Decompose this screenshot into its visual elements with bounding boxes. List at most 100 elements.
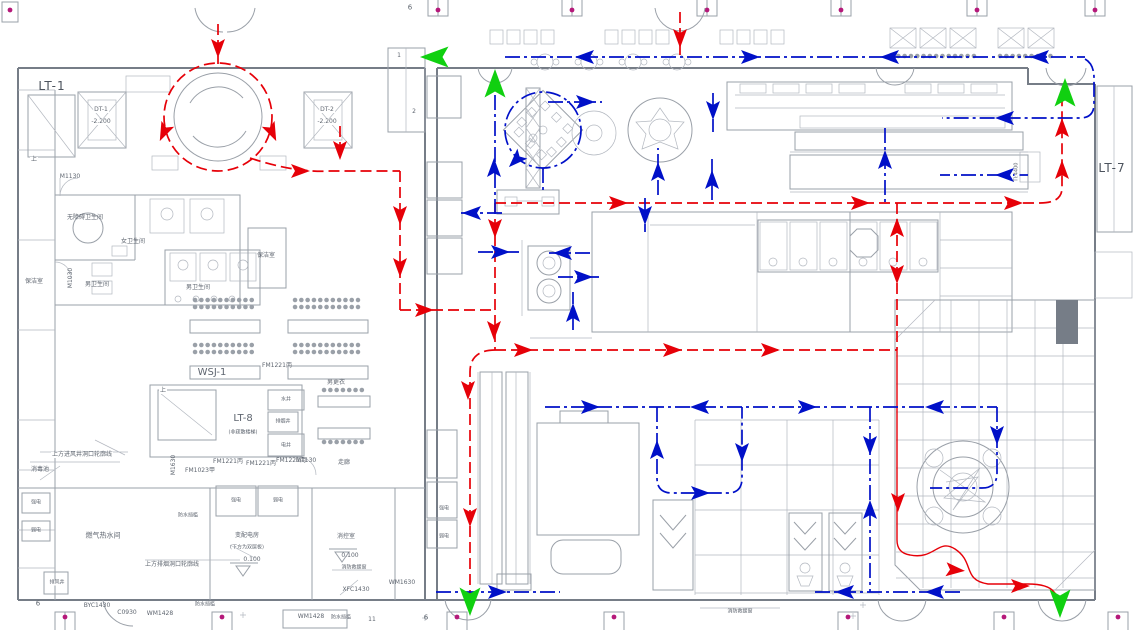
- label-grid-6-bottom-left: 6: [35, 599, 41, 608]
- label-weak-elec-3: 弱电: [438, 533, 450, 540]
- planter-circle: [627, 97, 693, 163]
- label-transformer-room: 变配电房: [234, 532, 260, 539]
- label-grid-6-bottom-center: 6: [423, 613, 429, 622]
- label-waterproof-sill-1: 防水挡槛: [177, 512, 199, 519]
- label-stair-lt8: LT-8: [232, 413, 254, 424]
- label-door-m1130-a: M1130: [59, 173, 81, 180]
- level-mark-fire-control: [329, 548, 357, 563]
- label-escalator-ti4400: TI:4400: [1013, 161, 1020, 183]
- label-stair-flight-2: 2: [411, 108, 417, 115]
- route-red-layer: [163, 12, 1063, 599]
- label-corridor: 走廊: [337, 459, 351, 466]
- label-c0930: C0930: [117, 609, 137, 616]
- label-toilet-accessible: 无障碍卫生间: [66, 214, 104, 221]
- label-strong-elec-1: 强电: [30, 499, 42, 506]
- chevron-displays: [652, 499, 863, 592]
- cook-station: [521, 240, 571, 316]
- top-strip: [1, 0, 1106, 87]
- label-xfc1430: XFC1430: [342, 586, 370, 593]
- accessible-toilet-fixture: [72, 212, 104, 244]
- label-waterproof-sill-3: 防水挡槛: [330, 614, 352, 621]
- label-changing-men: 男更衣: [326, 379, 346, 386]
- label-stair-lt1: LT-1: [38, 79, 66, 93]
- stair-lt1: [27, 94, 76, 158]
- trellis-column: [525, 87, 541, 189]
- escalator-upper: [789, 131, 1029, 193]
- label-intake-outline: 上方进风井洞口轮廓线: [50, 451, 114, 458]
- label-water-shaft: 水井: [279, 396, 293, 403]
- route-arrows: [153, 29, 1076, 618]
- label-toilet-men-1: 男卫生间: [84, 281, 110, 288]
- label-strong-elec-2: 强电: [230, 497, 242, 504]
- leader-rescue-window: [332, 569, 372, 596]
- hall-fixtures: [477, 81, 1096, 595]
- label-up-mark-lt1: 上: [29, 156, 39, 163]
- grid-columns-top: [1, 0, 1106, 23]
- revolving-door-icon: [151, 72, 287, 171]
- label-wm1428-a: WM1428: [146, 610, 174, 617]
- level-mark-transformer: [230, 562, 258, 577]
- stair-lt8: [149, 384, 305, 458]
- label-transformer-level: 0.100: [243, 556, 261, 563]
- label-toilet-men-2: 男卫生间: [185, 284, 211, 291]
- walls-layer: [17, 67, 1096, 601]
- av-table: [496, 189, 560, 215]
- bench-groups: [489, 29, 785, 71]
- diamond-table: [502, 89, 584, 171]
- label-door-fm1023: FM1023甲: [185, 467, 215, 474]
- label-fire-control-level: 0.100: [341, 552, 359, 559]
- label-door-m1630: M1630: [170, 454, 177, 476]
- label-door-fm1221-c: FM1221丙: [246, 460, 276, 467]
- label-elevator-dt1-level: -2.200: [90, 118, 112, 125]
- kitchen-top-right: [726, 81, 1013, 131]
- label-rescue-window-1: 消防救援窗: [341, 564, 367, 571]
- label-weak-elec-1: 弱电: [30, 527, 42, 534]
- escalator-lower: [477, 371, 532, 591]
- label-elevator-dt2-level: -2.200: [316, 118, 338, 125]
- label-elevator-dt1: DT-1: [93, 106, 109, 113]
- label-stair-lt7: LT-7: [1098, 161, 1126, 175]
- display-tables: [536, 410, 880, 595]
- label-toilet-women: 女卫生间: [120, 238, 146, 245]
- stair-top-center: [387, 47, 426, 133]
- exit-arrow-bottom-right: [1049, 589, 1071, 618]
- label-disinfect-pool: 消毒池: [30, 466, 50, 473]
- tiled-zone: [894, 299, 1096, 591]
- label-exhaust-shaft: 排风井: [48, 579, 66, 586]
- grid-columns-bottom: [54, 611, 1129, 630]
- stair-lt7: [1094, 85, 1133, 299]
- label-waterproof-sill-2: 防水挡槛: [194, 601, 216, 608]
- label-elec-shaft: 电井: [279, 442, 293, 449]
- bike-rack-rows: [189, 297, 371, 445]
- label-door-fm1221-d: FM1221丙: [276, 457, 306, 464]
- label-gas-room: 燃气热水间: [85, 531, 121, 540]
- x-table-groups: [889, 27, 1059, 59]
- spiral-seat-feature: [916, 440, 1010, 534]
- bottom-strip: [54, 569, 1129, 630]
- label-fire-control-room: 消控室: [336, 533, 356, 540]
- label-weak-elec-2: 弱电: [272, 497, 284, 504]
- label-elevator-dt2: DT-2: [319, 106, 335, 113]
- kitchen-center: [591, 151, 1041, 333]
- shaft-stack: [426, 75, 463, 549]
- exit-arrow-top-door: [484, 69, 506, 98]
- exit-arrow-top-right: [1054, 78, 1076, 107]
- label-door-fm1221-b: FM1221丙: [213, 458, 243, 465]
- label-smoke-outline: 上方排烟洞口轮廓线: [144, 561, 200, 568]
- label-smoke-shaft: 排烟井: [274, 418, 292, 425]
- red-circulation-loop: [163, 62, 273, 172]
- entry-doors: [194, 7, 1087, 87]
- label-rescue-window-2: 消防救援窗: [727, 608, 753, 615]
- label-stair-flight-1: 1: [396, 52, 402, 59]
- label-wsj1: WSJ-1: [197, 367, 227, 378]
- exit-arrow-top-left: [420, 46, 449, 68]
- label-wm1630: WM1630: [388, 579, 416, 586]
- label-stair-lt8-note: (非疏散楼梯): [228, 429, 258, 436]
- label-byc1430: BYC1430: [83, 602, 111, 609]
- label-wm1428-b: WM1428: [297, 613, 325, 620]
- label-grid-11: 11: [368, 616, 376, 623]
- label-cleaning-room-2: 保洁室: [256, 252, 276, 259]
- left-block-rooms: [18, 75, 866, 629]
